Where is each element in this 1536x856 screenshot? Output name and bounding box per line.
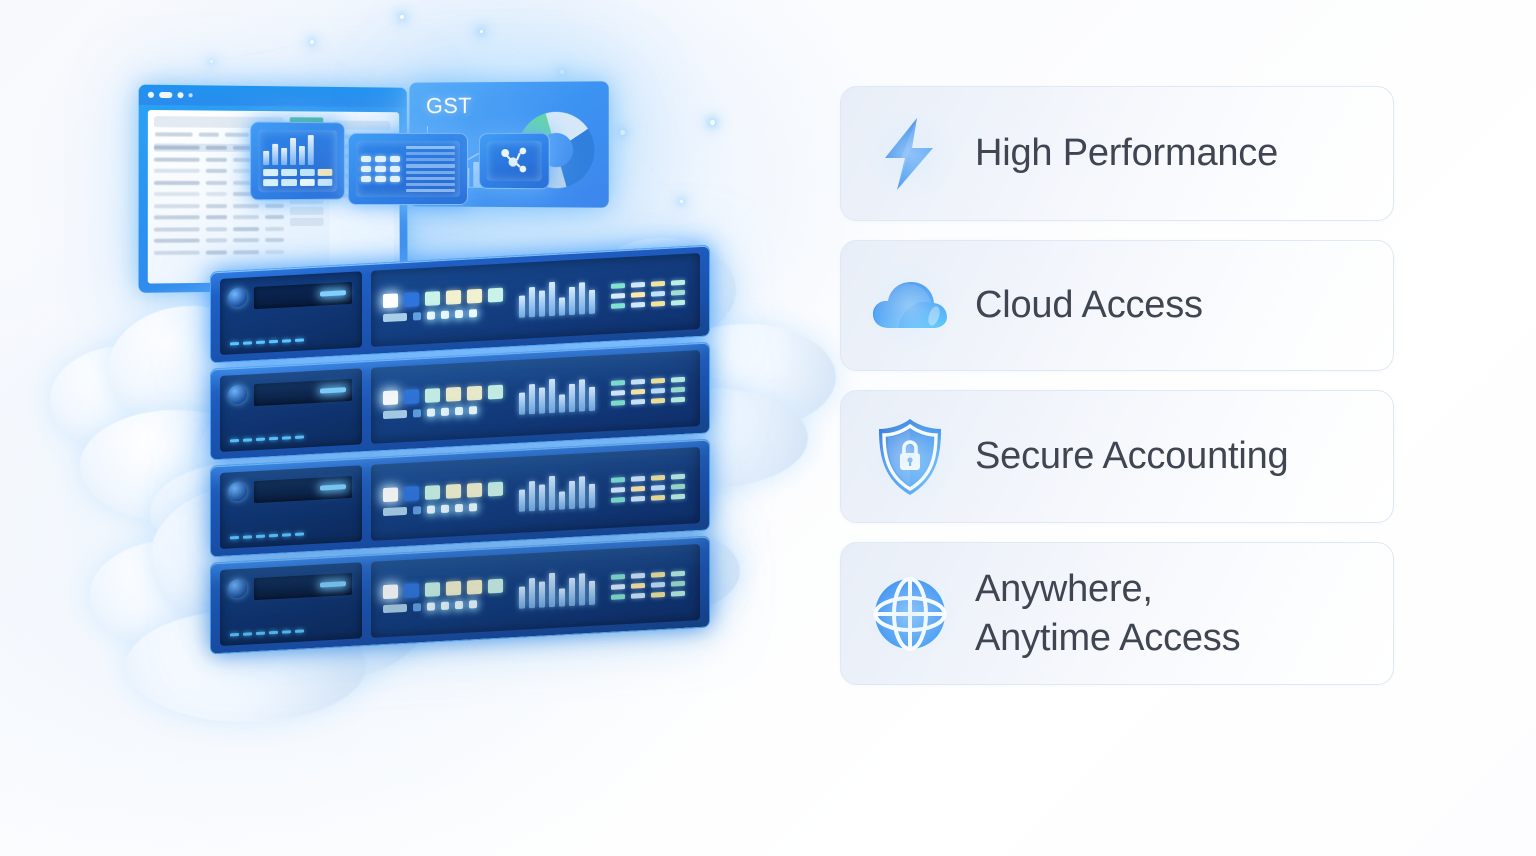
feature-card-list: High Performance Cloud Access bbox=[840, 86, 1394, 685]
table-row bbox=[154, 224, 284, 233]
feature-label: Secure Accounting bbox=[975, 432, 1288, 481]
cloud-server-stack-illustration: GST bbox=[60, 0, 880, 790]
server-drive-bay bbox=[220, 271, 362, 355]
tablet-screen bbox=[487, 141, 542, 181]
globe-icon bbox=[871, 575, 949, 653]
window-dot-2 bbox=[159, 92, 172, 98]
server-led-panel bbox=[371, 544, 700, 638]
tablet-screen bbox=[356, 141, 460, 197]
table-row bbox=[154, 201, 284, 209]
server-led-panel bbox=[371, 350, 700, 444]
shield-lock-icon bbox=[871, 418, 949, 496]
server-drive-bay bbox=[220, 562, 362, 646]
feature-card-cloud-access[interactable]: Cloud Access bbox=[840, 240, 1394, 371]
table-row bbox=[154, 236, 284, 245]
server-drive-bay bbox=[220, 465, 362, 549]
feature-label: High Performance bbox=[975, 129, 1278, 178]
tablet-screen bbox=[258, 130, 337, 193]
gst-label: GST bbox=[426, 93, 472, 119]
window-dot-3 bbox=[177, 92, 183, 98]
feature-card-anywhere-anytime-access[interactable]: Anywhere, Anytime Access bbox=[840, 542, 1394, 685]
cloud-icon bbox=[871, 267, 949, 345]
server-led-panel bbox=[371, 447, 700, 541]
feature-card-high-performance[interactable]: High Performance bbox=[840, 86, 1394, 221]
window-titlebar bbox=[139, 85, 407, 108]
table-row bbox=[154, 247, 284, 256]
window-dot-4 bbox=[189, 93, 193, 97]
table-row bbox=[154, 213, 284, 221]
feature-label: Cloud Access bbox=[975, 281, 1203, 330]
lightning-bolt-icon bbox=[871, 115, 949, 193]
tablet-bar-dashboard bbox=[250, 122, 345, 201]
window-dot-1 bbox=[148, 92, 154, 98]
server-led-panel bbox=[371, 253, 700, 347]
feature-card-secure-accounting[interactable]: Secure Accounting bbox=[840, 390, 1394, 523]
share-network-icon bbox=[499, 147, 528, 175]
feature-label: Anywhere, Anytime Access bbox=[975, 565, 1240, 662]
tablet-network-icon bbox=[479, 133, 550, 190]
server-drive-bay bbox=[220, 368, 362, 452]
server-rack-stack bbox=[210, 258, 730, 658]
tablet-grid-dashboard bbox=[348, 133, 468, 205]
